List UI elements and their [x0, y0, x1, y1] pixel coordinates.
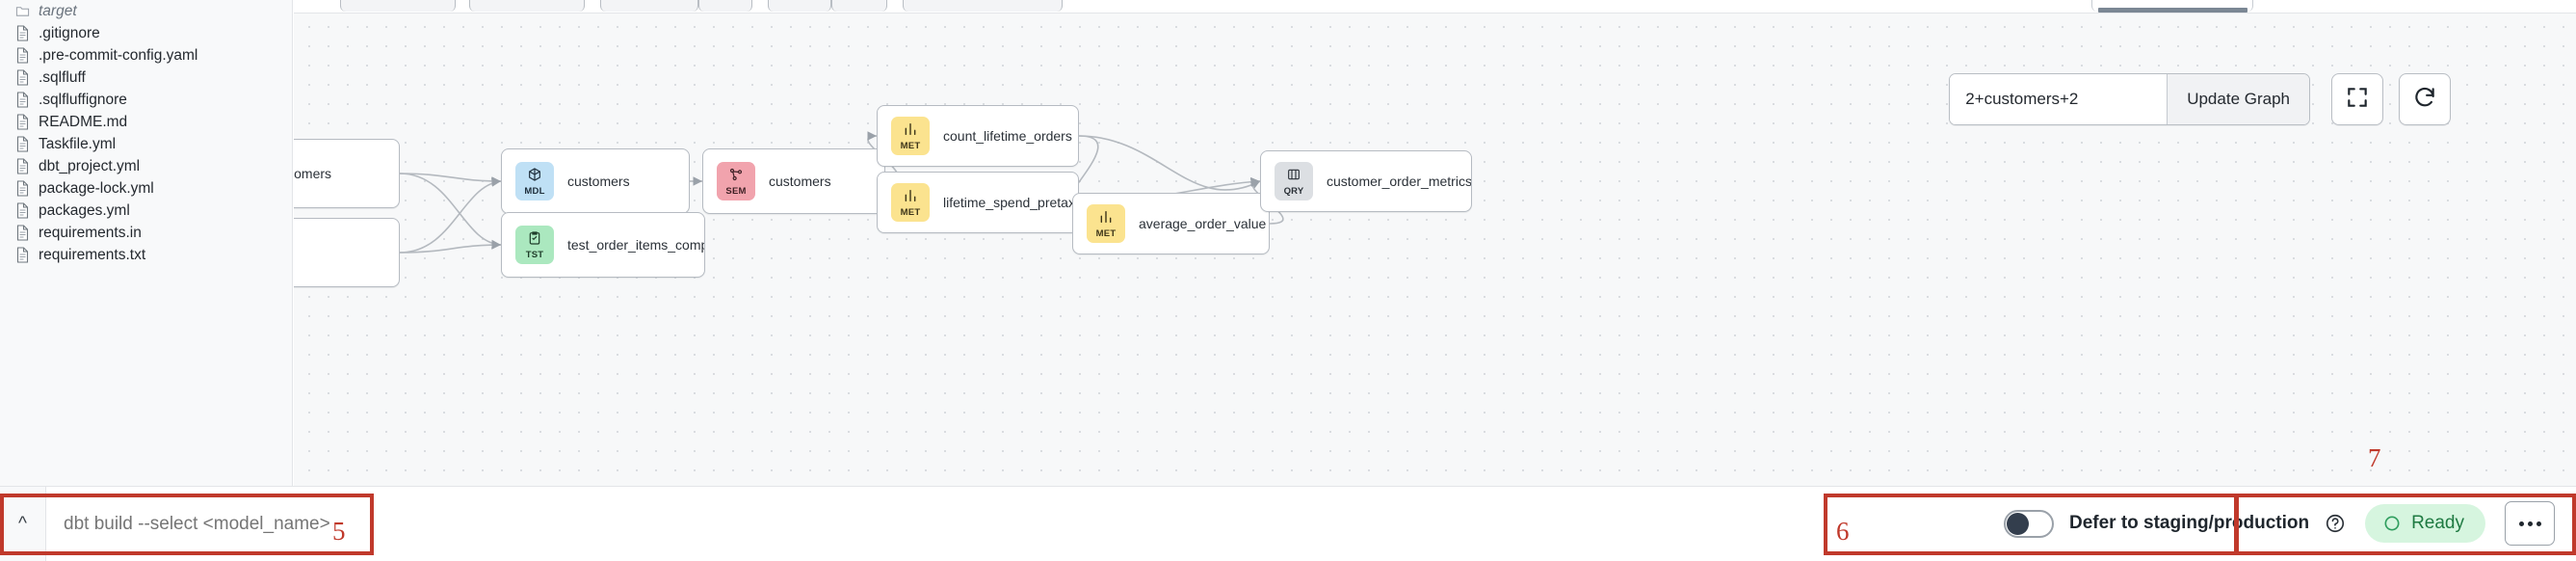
fullscreen-icon: [2345, 85, 2370, 115]
node-label: test_order_items_compute_to_bools...: [567, 237, 704, 253]
status-controls: Defer to staging/production Ready: [2003, 486, 2576, 561]
node-label: lifetime_spend_pretax: [943, 195, 1075, 210]
graph-toolbar[interactable]: Update Graph: [1949, 73, 2451, 125]
update-graph-button[interactable]: Update Graph: [2167, 74, 2309, 124]
graph-node[interactable]: TST test_order_items_compute_to_bools...: [501, 212, 705, 278]
file-list-item[interactable]: README.md: [0, 111, 292, 133]
folder-icon: [15, 3, 30, 19]
graph-node[interactable]: tg_customers: [294, 139, 400, 208]
file-list-item[interactable]: requirements.txt: [0, 244, 292, 266]
file-icon: [15, 69, 30, 86]
node-type-badge-tst: TST: [515, 226, 554, 264]
file-icon: [15, 225, 30, 241]
file-name: .sqlfluffignore: [39, 91, 127, 108]
graph-node[interactable]: SEM customers: [702, 148, 885, 214]
file-icon: [15, 25, 30, 41]
active-tab-indicator: [2098, 8, 2247, 13]
tab-stub[interactable]: [768, 0, 831, 12]
defer-toggle-switch[interactable]: [2003, 509, 2054, 538]
status-badge[interactable]: Ready: [2365, 504, 2485, 543]
defer-toggle-group[interactable]: Defer to staging/production: [2003, 509, 2346, 538]
help-circle-icon[interactable]: [2325, 513, 2346, 534]
tab-stub[interactable]: [600, 0, 698, 12]
more-options-button[interactable]: [2505, 501, 2555, 546]
file-icon: [15, 247, 30, 263]
toggle-terminal-button[interactable]: ^: [0, 486, 46, 561]
fullscreen-button[interactable]: [2331, 73, 2383, 125]
file-name: dbt_project.yml: [39, 157, 141, 174]
file-icon: [15, 136, 30, 152]
node-type-badge-mdl: MDL: [515, 162, 554, 200]
file-icon: [15, 114, 30, 130]
file-name: target: [39, 2, 77, 19]
refresh-button[interactable]: [2399, 73, 2451, 125]
file-name: packages.yml: [39, 201, 130, 219]
graph-node[interactable]: orders: [294, 218, 400, 287]
tab-stub[interactable]: [831, 0, 887, 12]
node-type-badge-met: MET: [891, 183, 930, 222]
file-name: package-lock.yml: [39, 179, 154, 197]
file-name: requirements.in: [39, 224, 142, 241]
file-icon: [15, 180, 30, 197]
lineage-selector-input[interactable]: [1950, 74, 2168, 124]
graph-node[interactable]: MET average_order_value: [1072, 193, 1270, 254]
node-label: tg_customers: [294, 166, 332, 181]
tab-stub[interactable]: [903, 0, 1063, 12]
node-label: customers: [769, 174, 831, 189]
file-name: .pre-commit-config.yaml: [39, 46, 198, 64]
file-list-item[interactable]: requirements.in: [0, 222, 292, 244]
file-icon: [15, 202, 30, 219]
file-list-item[interactable]: .gitignore: [0, 22, 292, 44]
file-name: .gitignore: [39, 24, 100, 41]
node-type-badge-sem: SEM: [717, 162, 755, 200]
graph-node[interactable]: MET count_lifetime_orders: [877, 105, 1079, 167]
file-name: requirements.txt: [39, 246, 146, 263]
file-icon: [15, 158, 30, 174]
circle-icon: [2382, 514, 2402, 533]
node-label: customers: [567, 174, 630, 189]
chevron-up-icon: ^: [18, 513, 27, 534]
node-type-badge-met: MET: [891, 117, 930, 155]
file-list-item[interactable]: .sqlfluff: [0, 67, 292, 89]
file-name: Taskfile.yml: [39, 135, 117, 152]
more-horizontal-icon: [2518, 521, 2541, 526]
graph-node[interactable]: QRY customer_order_metrics: [1260, 150, 1472, 212]
file-list: target .gitignore .pre-commit-config.yaml.…: [0, 0, 292, 266]
file-list-item[interactable]: dbt_project.yml: [0, 155, 292, 177]
node-type-badge-qry: QRY: [1275, 162, 1313, 200]
file-name: README.md: [39, 113, 128, 130]
file-list-item[interactable]: packages.yml: [0, 200, 292, 222]
file-icon: [15, 47, 30, 64]
refresh-icon: [2412, 85, 2437, 115]
file-explorer-sidebar[interactable]: target .gitignore .pre-commit-config.yaml.…: [0, 0, 293, 486]
file-name: .sqlfluff: [39, 68, 86, 86]
tab-stub[interactable]: [698, 0, 752, 12]
graph-node[interactable]: MET lifetime_spend_pretax: [877, 172, 1079, 233]
node-label: average_order_value: [1139, 216, 1267, 231]
tab-stub[interactable]: [340, 0, 456, 12]
node-label: customer_order_metrics: [1327, 174, 1471, 189]
bottom-status-bar: ^ Defer to staging/production: [0, 486, 2576, 561]
file-list-item[interactable]: Taskfile.yml: [0, 133, 292, 155]
node-label: count_lifetime_orders: [943, 128, 1072, 144]
node-type-badge-met: MET: [1087, 204, 1125, 243]
file-list-item[interactable]: .sqlfluffignore: [0, 89, 292, 111]
status-label: Ready: [2411, 513, 2464, 533]
file-list-item[interactable]: target: [0, 0, 292, 22]
lineage-selector-group[interactable]: Update Graph: [1949, 73, 2310, 125]
tab-stub[interactable]: [469, 0, 585, 12]
file-icon: [15, 92, 30, 108]
file-list-item[interactable]: package-lock.yml: [0, 177, 292, 200]
command-input[interactable]: [46, 513, 913, 535]
defer-toggle-label: Defer to staging/production: [2068, 513, 2310, 533]
file-list-item[interactable]: .pre-commit-config.yaml: [0, 44, 292, 67]
toggle-knob: [2006, 512, 2029, 535]
graph-node[interactable]: MDL customers: [501, 148, 690, 214]
editor-tab-strip[interactable]: [294, 0, 2576, 13]
